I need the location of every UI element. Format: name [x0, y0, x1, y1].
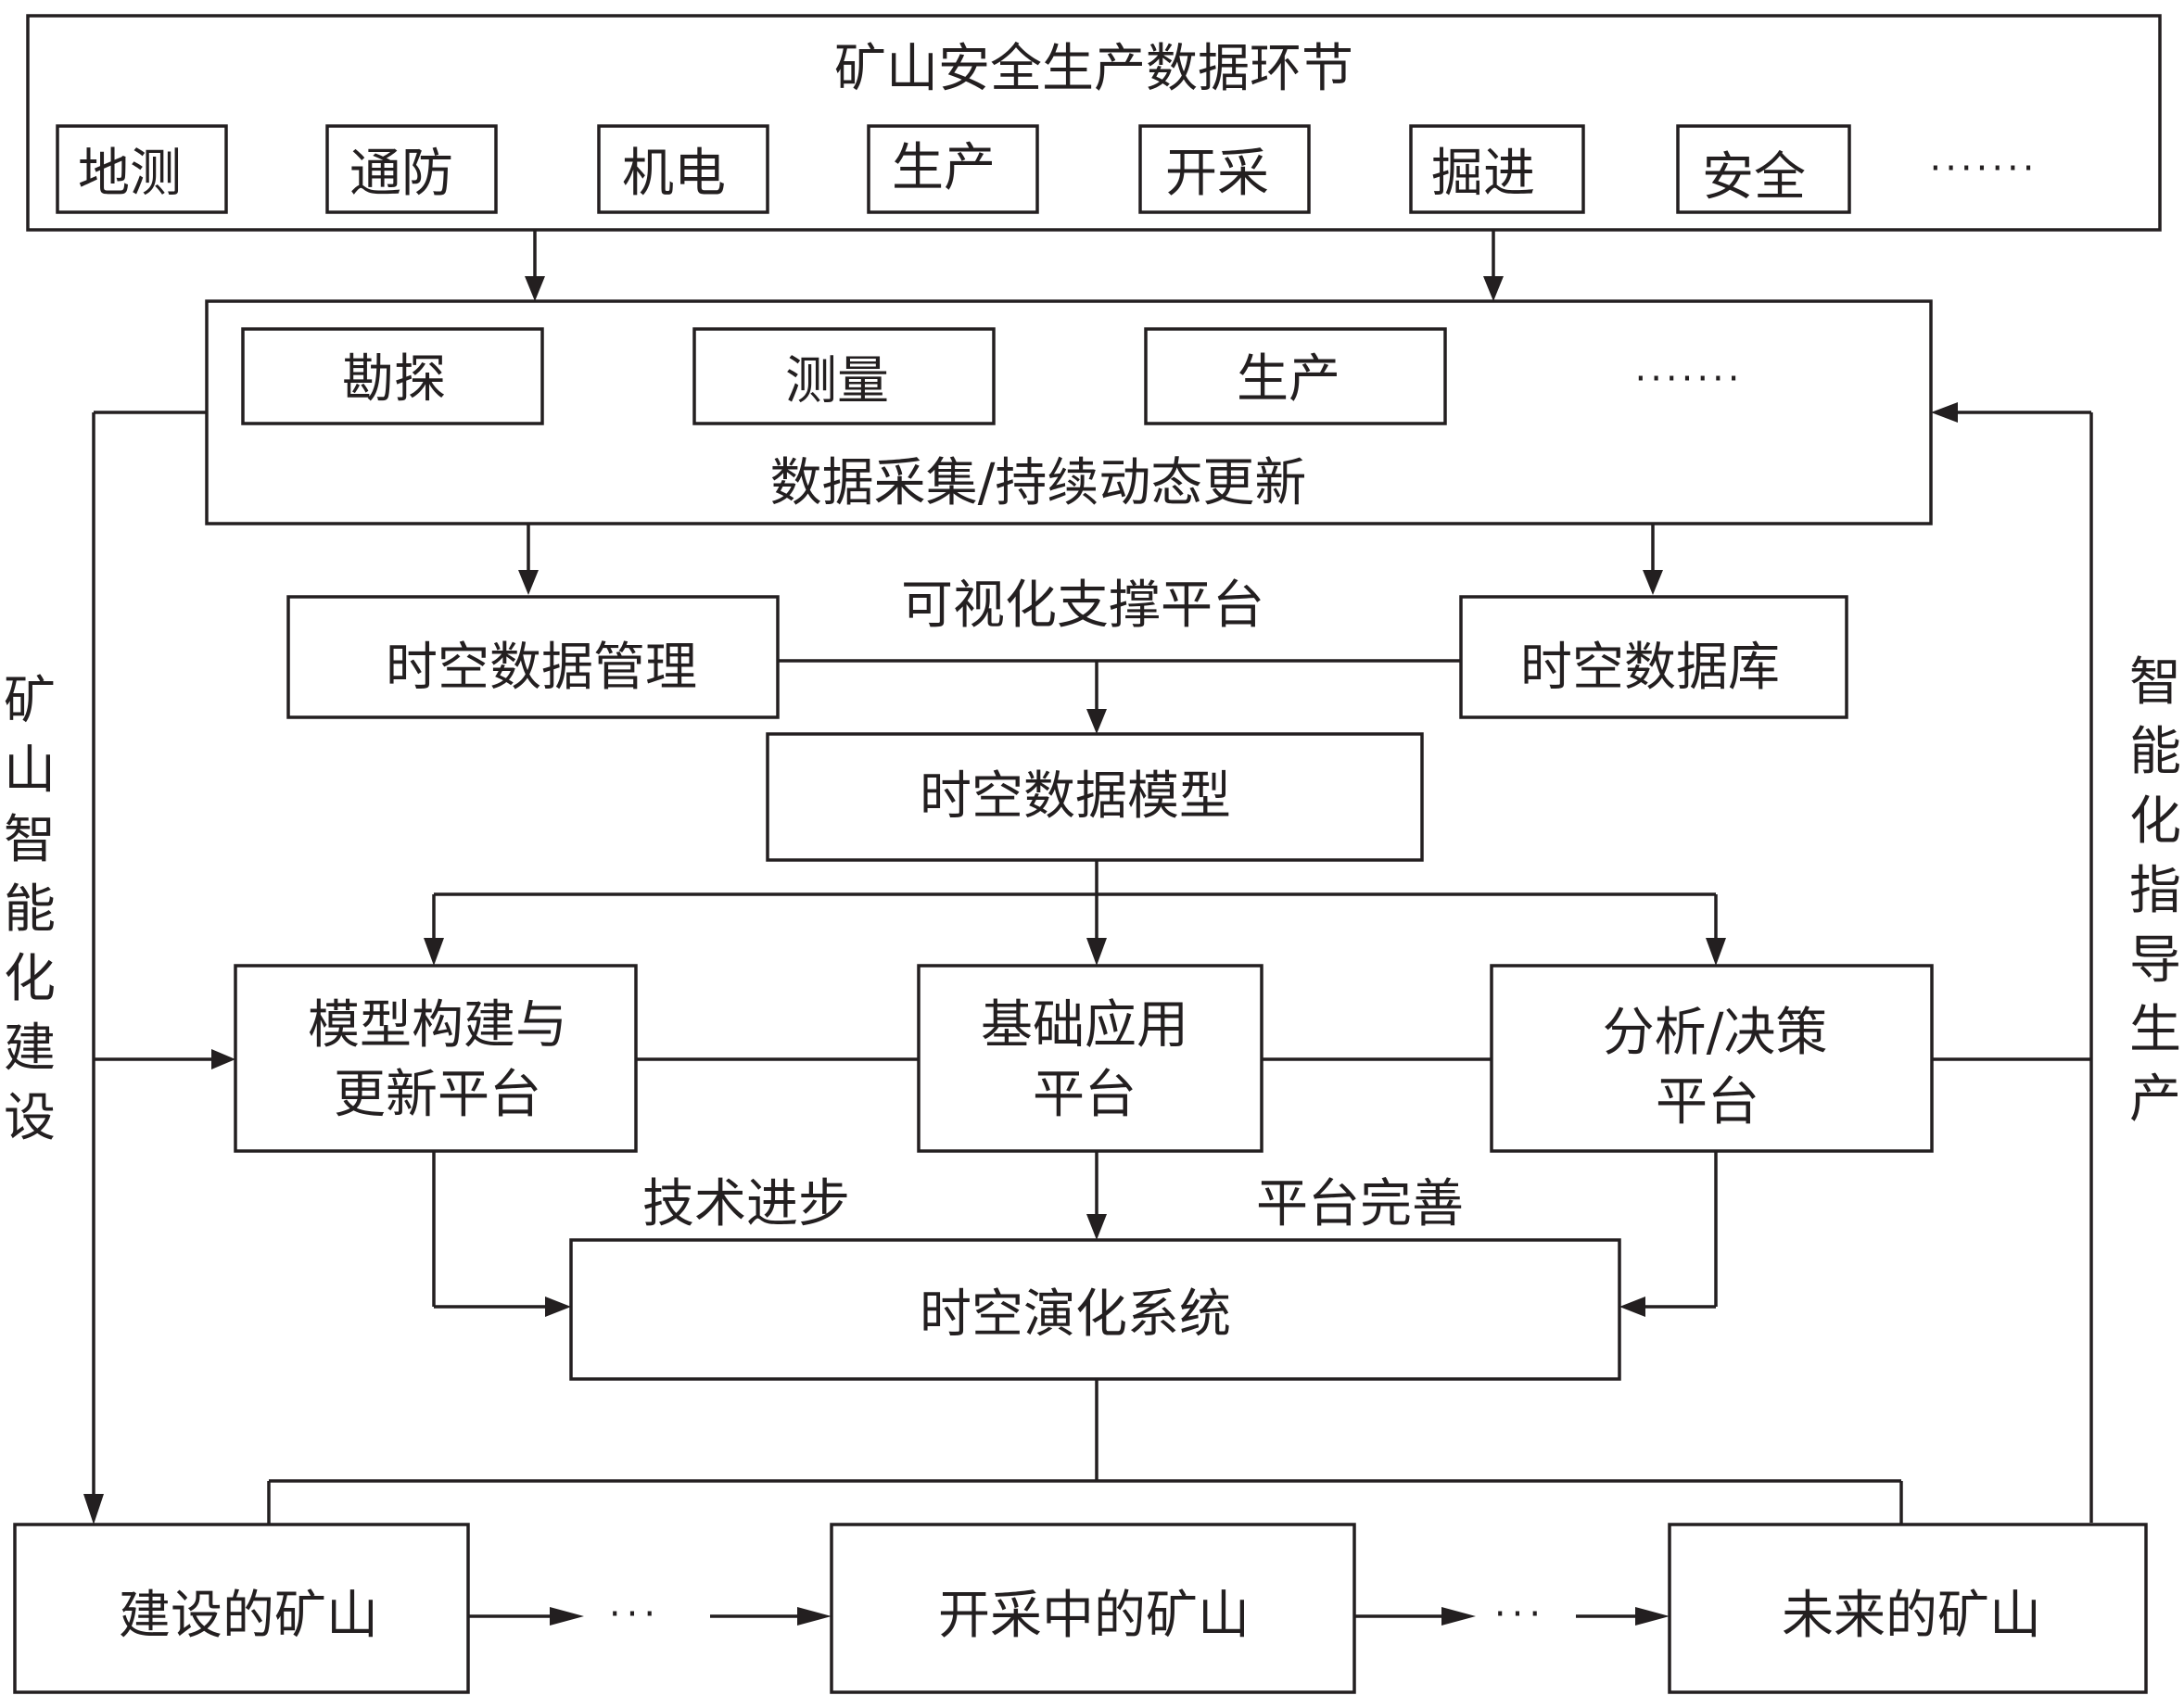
arrowhead-left-down — [83, 1494, 104, 1525]
item-label-anquan: 安全 — [1702, 147, 1806, 208]
arrowhead-to-management — [518, 570, 539, 595]
basic-app-platform-line1: 基础应用 — [981, 995, 1188, 1056]
mine-built-label: 建设的矿山 — [119, 1586, 378, 1646]
right-side-char-1: 能 — [2129, 722, 2181, 782]
analysis-platform-box — [1490, 964, 1934, 1153]
left-side-char-5: 建 — [4, 1018, 56, 1079]
item-box-tongfang — [325, 124, 498, 214]
st-data-management-box — [286, 595, 780, 719]
mine-arrowhead-1a — [550, 1607, 584, 1626]
basic-app-platform-line2: 平台 — [1033, 1065, 1136, 1125]
st-evolution-system-label: 时空演化系统 — [920, 1284, 1231, 1345]
collect-label-kantan: 勘探 — [342, 349, 446, 410]
item-label-shengchan: 生产 — [892, 138, 996, 198]
arrowhead-branch-left — [424, 938, 444, 966]
collect-box-kantan — [241, 327, 544, 425]
collection-ellipsis: ······· — [1634, 358, 1743, 400]
collect-box-celiang — [692, 327, 996, 425]
collect-box-shengchan — [1144, 327, 1447, 425]
tech-progress-label: 技术进步 — [642, 1174, 850, 1234]
arrowhead-top-right — [1483, 276, 1504, 301]
left-side-char-6: 设 — [4, 1088, 56, 1148]
visual-platform-label: 可视化支撑平台 — [901, 576, 1264, 636]
item-box-anquan — [1676, 124, 1851, 214]
arrowhead-branch-center — [1086, 938, 1107, 966]
analysis-platform-line1: 分析/决策 — [1603, 1003, 1828, 1063]
st-database-box — [1459, 595, 1848, 719]
right-side-char-5: 生 — [2129, 1000, 2181, 1060]
mine-built-box — [13, 1523, 470, 1694]
right-side-char-4: 导 — [2129, 930, 2181, 991]
left-side-char-4: 化 — [4, 949, 56, 1009]
arrowhead-into-evolution-center — [1086, 1214, 1107, 1240]
item-label-kaicai: 开采 — [1165, 144, 1269, 204]
right-side-char-3: 指 — [2129, 861, 2181, 921]
mine-arrowhead-1b — [797, 1607, 832, 1626]
item-label-tongfang: 通防 — [349, 144, 453, 204]
arrowhead-to-model — [1086, 709, 1107, 734]
st-evolution-system-box — [569, 1238, 1621, 1381]
left-side-char-1: 山 — [4, 740, 56, 801]
item-label-juejin: 掘进 — [1431, 144, 1535, 204]
arrowhead-to-database — [1643, 570, 1663, 595]
analysis-platform-line2: 平台 — [1656, 1072, 1759, 1132]
arrowhead-right-to-collection — [1931, 402, 1958, 423]
item-label-jidian: 机电 — [622, 144, 726, 204]
left-side-char-2: 智 — [4, 810, 56, 870]
item-box-kaicai — [1138, 124, 1311, 214]
st-database-label: 时空数据库 — [1520, 638, 1780, 698]
st-data-model-box — [766, 732, 1424, 862]
left-side-char-0: 矿 — [4, 671, 56, 731]
collect-label-shengchan: 生产 — [1237, 349, 1340, 410]
mine-future-box — [1668, 1523, 2148, 1694]
st-data-model-label: 时空数据模型 — [920, 766, 1231, 827]
left-side-char-3: 能 — [4, 879, 56, 940]
arrowhead-top-left — [525, 276, 545, 301]
model-build-platform-line1: 模型构建与 — [308, 995, 567, 1056]
mine-future-label: 未来的矿山 — [1782, 1586, 2041, 1646]
item-box-juejin — [1409, 124, 1585, 214]
collection-caption: 数据采集/持续动态更新 — [770, 453, 1307, 513]
item-label-dice: 地测 — [78, 144, 182, 204]
collect-label-celiang: 测量 — [785, 351, 889, 411]
arrowhead-left-platform — [211, 1049, 235, 1069]
arrowhead-branch-right — [1706, 938, 1726, 966]
item-box-dice — [56, 124, 228, 214]
mine-arrowhead-2a — [1441, 1607, 1476, 1626]
mine-mining-label: 开采中的矿山 — [938, 1586, 1250, 1646]
st-data-management-label: 时空数据管理 — [386, 638, 697, 698]
item-box-shengchan — [867, 124, 1039, 214]
mine-arrowhead-2b — [1635, 1607, 1670, 1626]
right-side-char-6: 产 — [2129, 1069, 2181, 1130]
data-links-ellipsis: ······· — [1929, 147, 2038, 190]
mine-mining-box — [830, 1523, 1356, 1694]
model-build-platform-line2: 更新平台 — [334, 1065, 541, 1125]
arrowhead-into-evolution-left — [545, 1297, 571, 1317]
model-build-platform-box — [234, 964, 638, 1153]
item-box-jidian — [597, 124, 769, 214]
right-side-char-2: 化 — [2129, 791, 2181, 852]
mine-gap-dots-1: ··· — [609, 1593, 661, 1636]
mine-gap-dots-2: ··· — [1494, 1593, 1546, 1636]
data-links-title: 矿山安全生产数据环节 — [834, 39, 1353, 99]
platform-improve-label: 平台完善 — [1256, 1174, 1464, 1234]
right-side-char-0: 智 — [2129, 652, 2181, 713]
arrowhead-into-evolution-right — [1619, 1297, 1645, 1317]
basic-app-platform-box — [917, 964, 1263, 1153]
